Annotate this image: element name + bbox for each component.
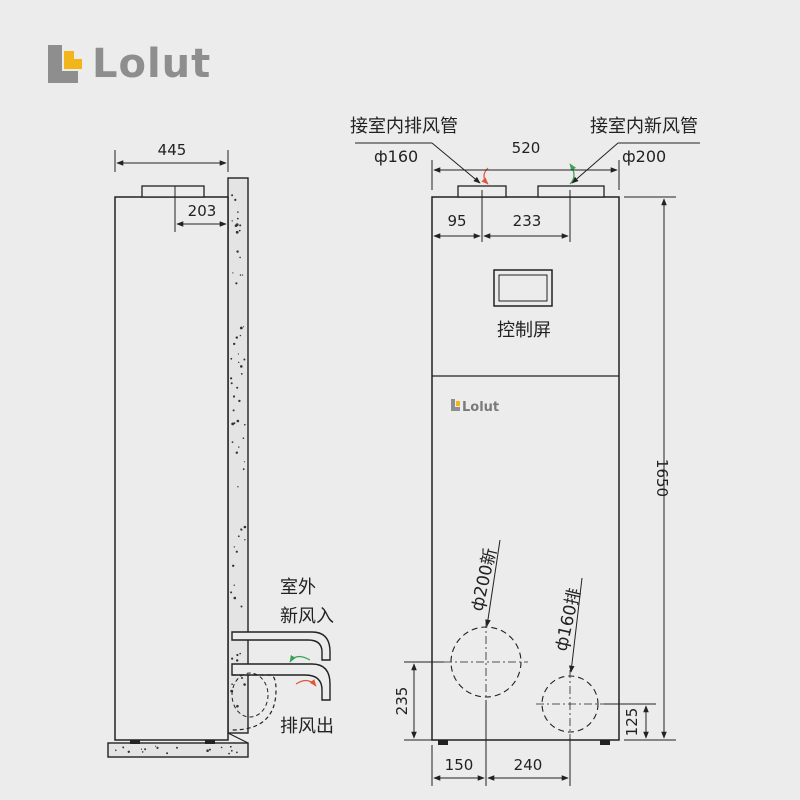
top-fresh-collar: [537, 185, 605, 198]
label-right-pipe-diameter: ф200: [622, 147, 666, 166]
label-exhaust-out: 排风出: [280, 716, 334, 737]
dim-port-spacing: 233: [513, 212, 542, 230]
lolut-logo-icon: [46, 41, 86, 87]
label-outdoor-line2: 新风入: [280, 606, 334, 627]
brand-logo: Lolut: [46, 40, 211, 88]
dim-height: 1650: [653, 459, 671, 497]
wall: [227, 177, 249, 734]
fresh-air-flow-icon: [289, 654, 311, 663]
front-logo-text: Lolut: [462, 400, 499, 415]
front-logo: Lolut: [451, 399, 499, 415]
fresh-air-duct: [231, 631, 331, 661]
dim-depth: 445: [158, 141, 187, 159]
dim-top-width: 520: [512, 139, 541, 157]
top-duct-side: [141, 185, 205, 198]
floor: [107, 742, 249, 758]
dim-bottom-right-port-height: 125: [623, 708, 641, 737]
unit-side-body: [114, 196, 229, 741]
exhaust-air-duct: [231, 663, 331, 701]
dim-duct-offset: 203: [188, 202, 217, 220]
label-control-screen: 控制屏: [497, 320, 551, 341]
dim-bottom-spacing: 240: [514, 756, 543, 774]
side-view: 445 203 室外 新风入 排风出: [107, 141, 334, 758]
exhaust-flow-icon: [295, 679, 317, 687]
control-screen: [493, 269, 553, 307]
label-indoor-exhaust: 接室内排风管: [350, 116, 458, 137]
dim-left-port-offset: 95: [447, 212, 466, 230]
front-view: 控制屏 Lolut 接室内排风管 接室内新风管 ф160 ф200 520 95: [350, 116, 700, 786]
indoor-fresh-flow-icon: [569, 163, 576, 185]
label-indoor-fresh: 接室内新风管: [590, 116, 698, 137]
dim-bottom-left-offset: 150: [445, 756, 474, 774]
label-left-pipe-diameter: ф160: [374, 147, 418, 166]
concrete-texture: [115, 194, 247, 755]
label-outdoor-line1: 室外: [280, 577, 316, 598]
brand-name: Lolut: [92, 41, 212, 87]
dim-bottom-port-height: 235: [393, 687, 411, 716]
